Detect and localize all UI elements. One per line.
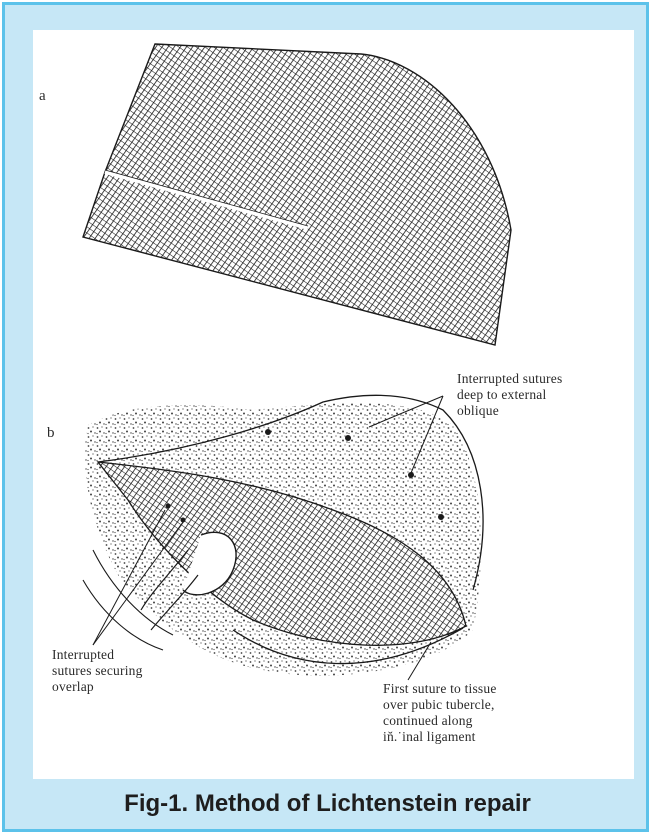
panel-a-label: a bbox=[39, 88, 46, 104]
mesh-sheet-a bbox=[83, 44, 511, 345]
figure-panel: a b Interrupted sutures deep to external… bbox=[33, 30, 634, 779]
annotation-first-suture: First suture to tissue over pubic tuberc… bbox=[383, 681, 497, 745]
figure-caption: Fig-1. Method of Lichtenstein repair bbox=[0, 790, 655, 818]
tissue-b bbox=[83, 395, 483, 680]
annotation-interrupted-deep: Interrupted sutures deep to external obl… bbox=[457, 371, 562, 419]
panel-b-label: b bbox=[47, 425, 55, 441]
annotation-interrupted-overlap: Interrupted sutures securing overlap bbox=[52, 647, 143, 695]
